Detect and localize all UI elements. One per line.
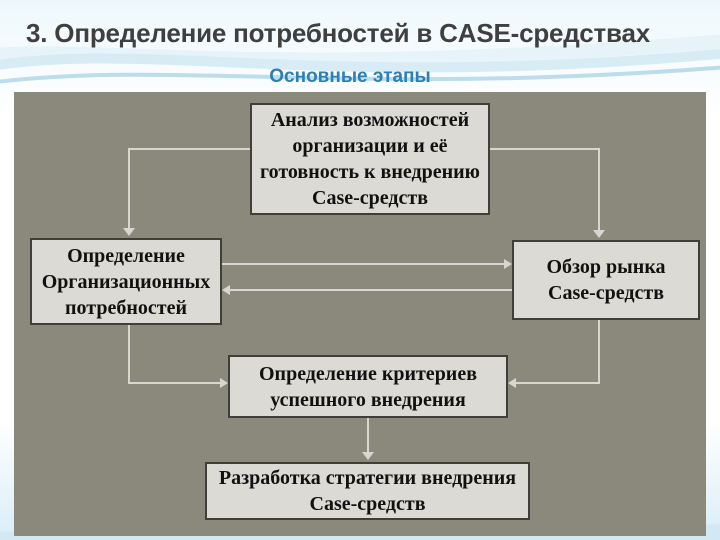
connector-orgneeds-market <box>222 263 504 265</box>
connector-market-criteria-h <box>516 382 600 384</box>
diagram-canvas: Анализ возможностей организации и её гот… <box>14 92 706 536</box>
node-line: Case-средств <box>309 493 426 515</box>
arrowhead-left-icon <box>508 378 516 388</box>
arrowhead-down-icon <box>123 228 135 236</box>
node-line: Организационных <box>41 270 211 293</box>
arrowhead-down-icon <box>593 230 605 238</box>
connector-analysis-market-v <box>598 148 600 230</box>
slide-subtitle: Основные этапы <box>269 66 431 87</box>
connector-analysis-orgneeds-v <box>128 148 130 230</box>
node-line: Определение критериев <box>258 362 478 385</box>
node-line: готовность к внедрению <box>260 161 480 183</box>
connector-analysis-market-h <box>490 148 600 150</box>
node-line: Разработка стратегии внедрения <box>218 467 517 489</box>
arrowhead-right-icon <box>220 378 228 388</box>
node-line: Обзор рынка <box>546 256 666 278</box>
connector-market-criteria-v <box>598 320 600 383</box>
node-criteria: Определение критериев успешного внедрени… <box>228 355 508 418</box>
arrowhead-left-icon <box>222 285 230 295</box>
slide-title: 3. Определение потребностей в CASE-средс… <box>26 18 650 48</box>
node-strategy: Разработка стратегии внедрения Case-сред… <box>205 462 530 520</box>
node-org-needs: Определение Организационных потребностей <box>30 238 222 325</box>
node-line: организации и её <box>292 135 448 157</box>
node-line: Case-средств <box>312 187 428 209</box>
node-analysis: Анализ возможностей организации и её гот… <box>250 103 490 215</box>
node-line: успешного внедрения <box>270 388 466 411</box>
node-line: Определение <box>67 244 185 267</box>
connector-criteria-strategy-v <box>367 418 369 454</box>
connector-analysis-orgneeds-h <box>128 148 250 150</box>
node-line: Анализ возможностей <box>270 109 470 131</box>
node-line: потребностей <box>65 296 187 319</box>
node-market: Обзор рынка Case-средств <box>512 240 700 320</box>
node-line: Case-средств <box>548 282 664 304</box>
connector-orgneeds-criteria-v <box>128 325 130 383</box>
arrowhead-down-icon <box>362 452 374 460</box>
connector-orgneeds-criteria-h <box>128 382 220 384</box>
connector-market-orgneeds <box>230 289 512 291</box>
arrowhead-right-icon <box>504 259 512 269</box>
